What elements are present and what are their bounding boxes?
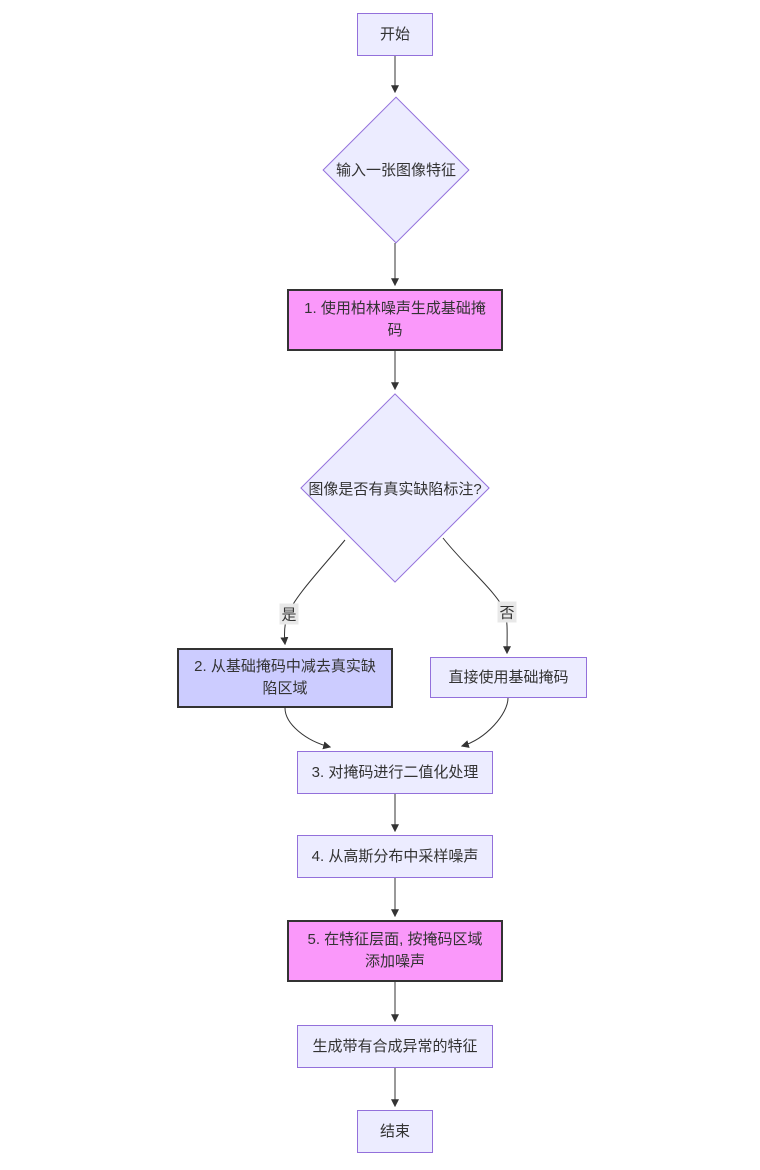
node-end: 结束 (357, 1110, 433, 1153)
edge-usebase-to-step3 (460, 697, 509, 748)
edge-step2-to-step3 (284, 707, 332, 750)
edge-label-yes: 是 (279, 603, 299, 625)
node-output-synthetic-anomaly-features: 生成带有合成异常的特征 (297, 1025, 493, 1068)
node-step2-subtract-defect-region: 2. 从基础掩码中减去真实缺陷区域 (177, 648, 393, 708)
node-decision-diamond: 图像是否有真实缺陷标注? (300, 393, 490, 583)
edge-label-no: 否 (497, 601, 517, 623)
node-start: 开始 (357, 13, 433, 56)
node-input-label: 输入一张图像特征 (335, 162, 456, 179)
node-step5-add-noise-by-mask: 5. 在特征层面, 按掩码区域添加噪声 (287, 920, 503, 982)
node-step1-generate-base-mask: 1. 使用柏林噪声生成基础掩码 (287, 289, 503, 351)
node-decision-label: 图像是否有真实缺陷标注? (308, 480, 482, 498)
node-use-base-mask: 直接使用基础掩码 (430, 657, 587, 698)
node-step3-binarize-mask: 3. 对掩码进行二值化处理 (297, 751, 493, 794)
node-step4-sample-gaussian-noise: 4. 从高斯分布中采样噪声 (297, 835, 493, 878)
node-input-diamond: 输入一张图像特征 (322, 95, 470, 244)
